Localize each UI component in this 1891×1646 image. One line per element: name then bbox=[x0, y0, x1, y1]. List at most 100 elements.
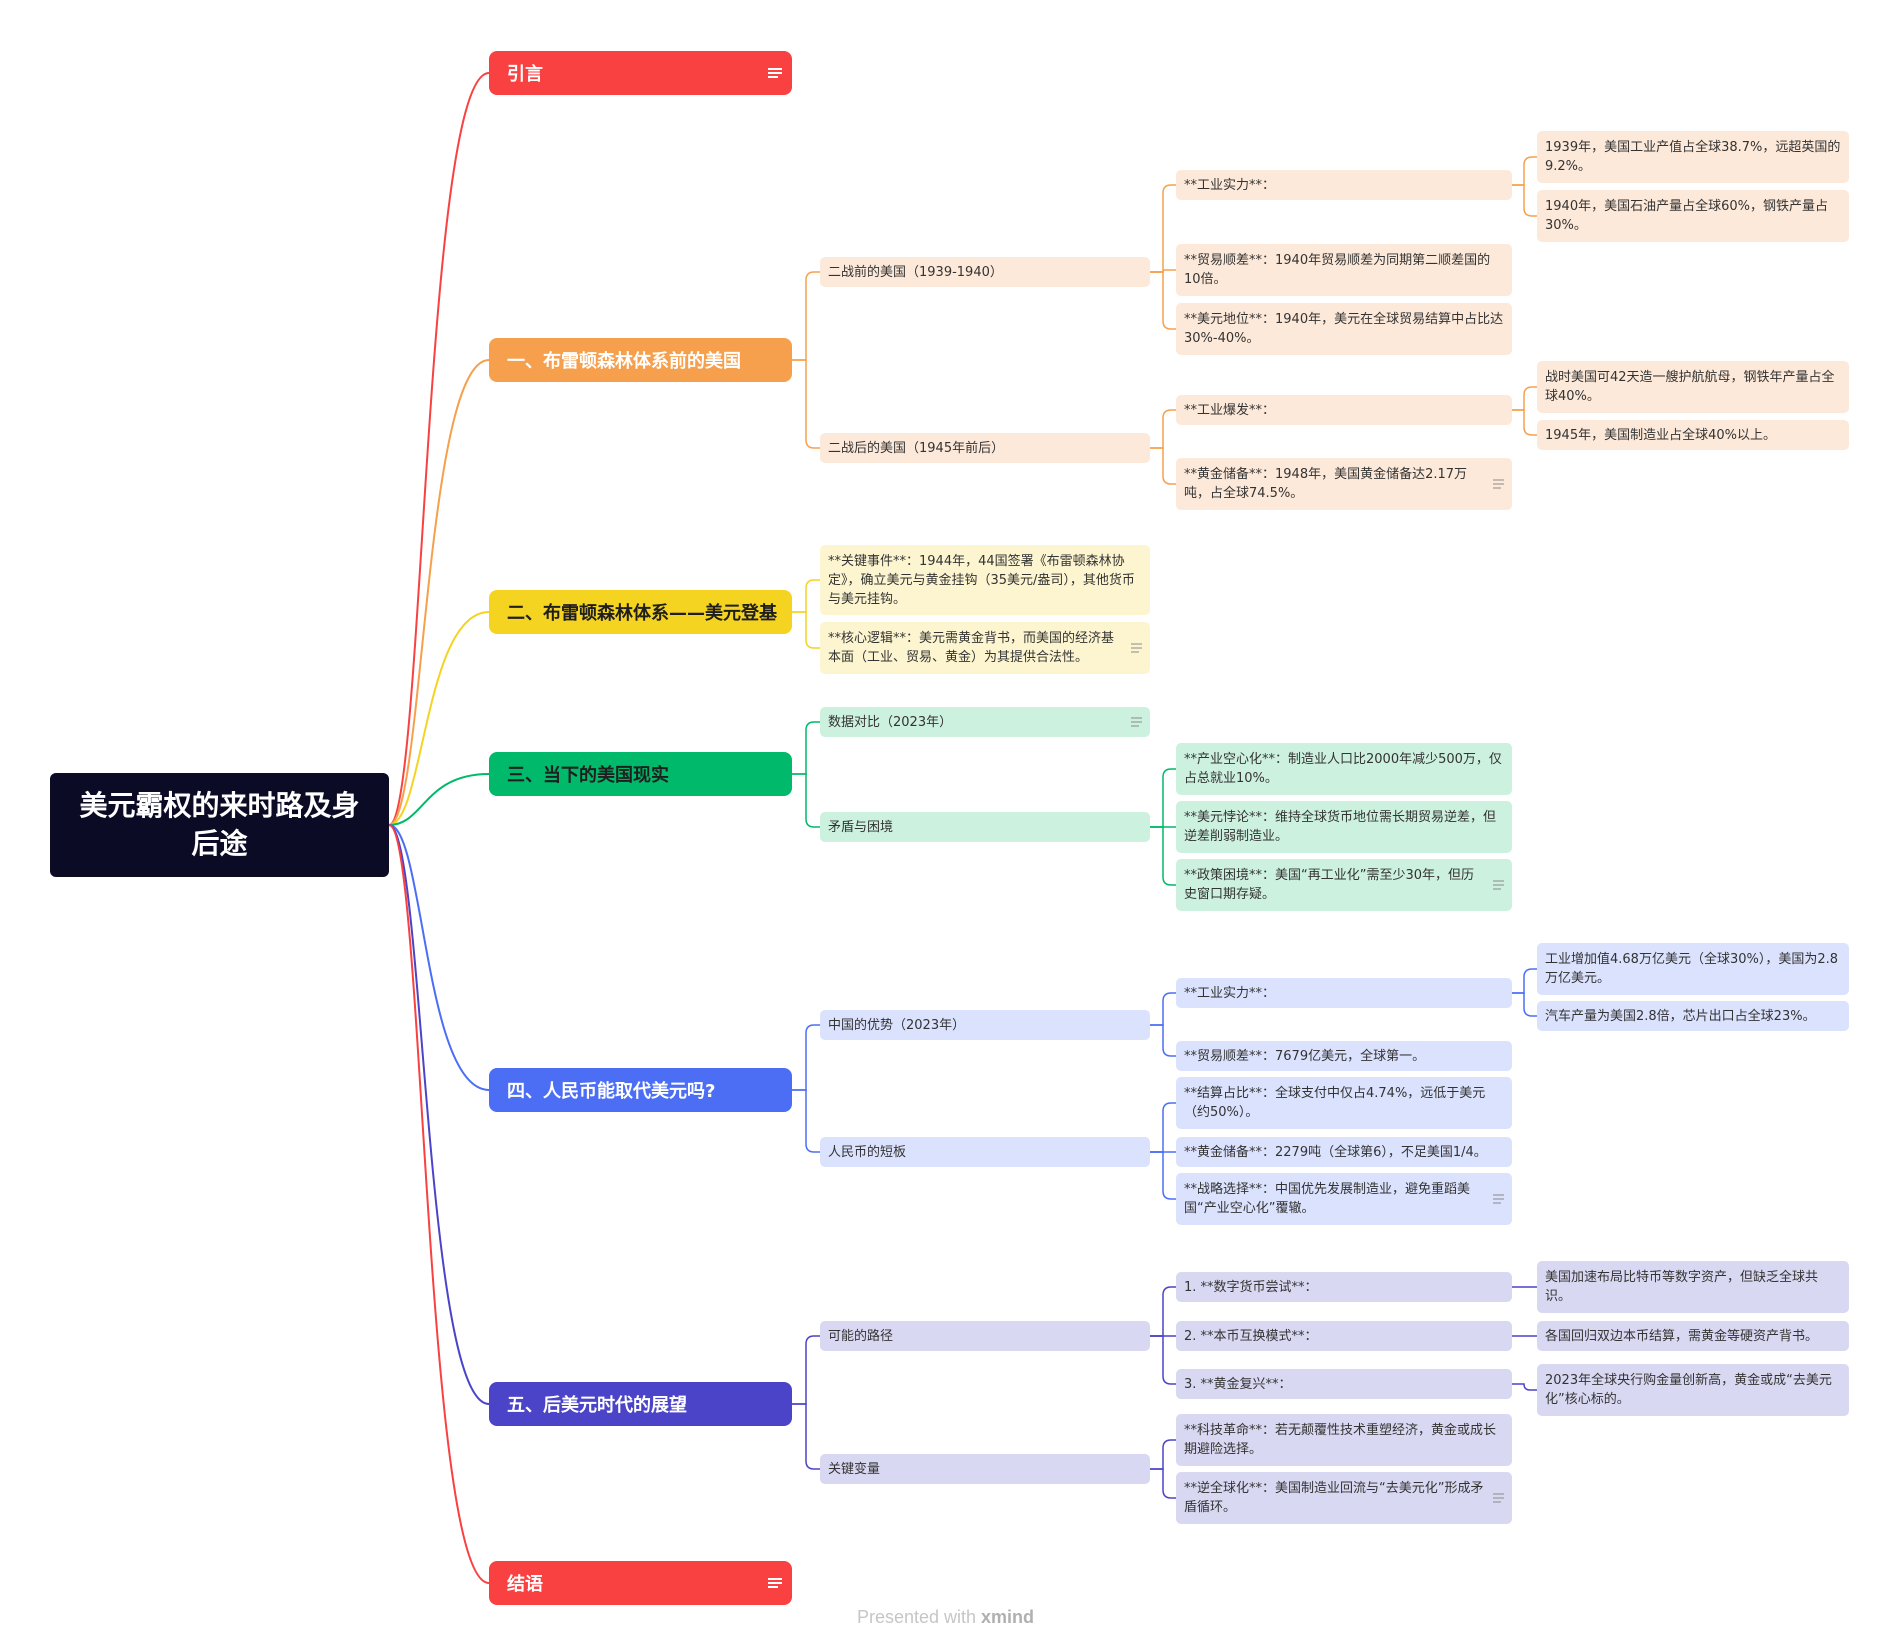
topic-contradictions[interactable]: 矛盾与困境 bbox=[820, 812, 1150, 842]
branch-label: 五、后美元时代的展望 bbox=[507, 1395, 687, 1416]
topic-settlement-share[interactable]: **结算占比**：全球支付中仅占4.74%，远低于美元（约50%）。 bbox=[1176, 1077, 1512, 1129]
connector-line bbox=[388, 72, 490, 826]
branch-conclusion[interactable]: 结语 bbox=[489, 1561, 792, 1605]
branch-label: 三、当下的美国现实 bbox=[507, 765, 669, 786]
connector-line bbox=[1512, 992, 1537, 1017]
topic-digital-currency[interactable]: 1. **数字货币尝试**： bbox=[1176, 1272, 1512, 1302]
topic-label: 战时美国可42天造一艘护航航母，钢铁年产量占全球40%。 bbox=[1545, 370, 1835, 404]
connector-line bbox=[792, 271, 820, 361]
connector-line bbox=[792, 611, 820, 649]
topic-dollar-status[interactable]: **美元地位**：1940年，美元在全球贸易结算中占比达30%-40%。 bbox=[1176, 303, 1512, 355]
topic-detail[interactable]: 1945年，美国制造业占全球40%以上。 bbox=[1537, 420, 1849, 450]
topic-deglobalization[interactable]: **逆全球化**：美国制造业回流与“去美元化”形成矛盾循环。 bbox=[1176, 1472, 1512, 1524]
topic-trade-surplus[interactable]: **贸易顺差**：1940年贸易顺差为同期第二顺差国的10倍。 bbox=[1176, 244, 1512, 296]
branch-pre-bretton-woods[interactable]: 一、布雷顿森林体系前的美国 bbox=[489, 338, 792, 382]
topic-label: **产业空心化**：制造业人口比2000年减少500万，仅占总就业10%。 bbox=[1184, 752, 1502, 786]
topic-detail[interactable]: 工业增加值4.68万亿美元（全球30%），美国为2.8万亿美元。 bbox=[1537, 943, 1849, 995]
topic-label: 1. **数字货币尝试**： bbox=[1184, 1279, 1318, 1295]
topic-label: **关键事件**：1944年，44国签署《布雷顿森林协定》，确立美元与黄金挂钩（… bbox=[828, 553, 1135, 607]
topic-label: 2. **本币互换模式**： bbox=[1184, 1328, 1318, 1344]
topic-label: **核心逻辑**：美元需黄金背书，而美国的经济基本面（工业、贸易、黄金）为其提供… bbox=[828, 631, 1115, 665]
topic-policy-dilemma[interactable]: **政策困境**：美国“再工业化”需至少30年，但历史窗口期存疑。 bbox=[1176, 859, 1512, 911]
note-icon[interactable] bbox=[1131, 717, 1142, 727]
topic-label: 1939年，美国工业产值占全球38.7%，远超英国的9.2%。 bbox=[1545, 140, 1841, 174]
connector-line bbox=[1150, 1151, 1176, 1200]
topic-label: **贸易顺差**：7679亿美元，全球第一。 bbox=[1184, 1048, 1426, 1064]
topic-possible-paths[interactable]: 可能的路径 bbox=[820, 1321, 1150, 1351]
branch-bretton-woods[interactable]: 二、布雷顿森林体系——美元登基 bbox=[489, 590, 792, 634]
topic-industrial-boom[interactable]: **工业爆发**： bbox=[1176, 395, 1512, 425]
topic-china-industrial[interactable]: **工业实力**： bbox=[1176, 978, 1512, 1008]
root-title: 美元霸权的来时路及身后途 bbox=[79, 789, 360, 860]
branch-rmb-vs-usd[interactable]: 四、人民币能取代美元吗? bbox=[489, 1068, 792, 1112]
presented-with-footer: Presented with xmind bbox=[0, 1607, 1891, 1628]
topic-label: 3. **黄金复兴**： bbox=[1184, 1376, 1292, 1392]
connector-line bbox=[792, 1335, 820, 1405]
topic-strategic-choice[interactable]: **战略选择**：中国优先发展制造业，避免重蹈美国“产业空心化”覆辙。 bbox=[1176, 1173, 1512, 1225]
connector-line bbox=[388, 611, 490, 826]
note-icon[interactable] bbox=[1493, 1493, 1504, 1503]
topic-data-comparison[interactable]: 数据对比（2023年） bbox=[820, 707, 1150, 737]
topic-label: 数据对比（2023年） bbox=[828, 714, 953, 730]
topic-industrial-strength[interactable]: **工业实力**： bbox=[1176, 170, 1512, 200]
topic-china-trade-surplus[interactable]: **贸易顺差**：7679亿美元，全球第一。 bbox=[1176, 1041, 1512, 1071]
branch-label: 一、布雷顿森林体系前的美国 bbox=[507, 351, 741, 372]
topic-label: **政策困境**：美国“再工业化”需至少30年，但历史窗口期存疑。 bbox=[1184, 868, 1475, 902]
connector-line bbox=[1512, 409, 1537, 436]
topic-post-war-us[interactable]: 二战后的美国（1945年前后） bbox=[820, 433, 1150, 463]
topic-pre-war-us[interactable]: 二战前的美国（1939-1940） bbox=[820, 257, 1150, 287]
connector-line bbox=[388, 824, 490, 1091]
branch-us-reality[interactable]: 三、当下的美国现实 bbox=[489, 752, 792, 796]
topic-detail[interactable]: 战时美国可42天造一艘护航航母，钢铁年产量占全球40%。 bbox=[1537, 361, 1849, 413]
topic-label: **结算占比**：全球支付中仅占4.74%，远低于美元（约50%）。 bbox=[1184, 1086, 1486, 1120]
topic-label: **工业实力**： bbox=[1184, 177, 1276, 193]
branch-post-dollar-era[interactable]: 五、后美元时代的展望 bbox=[489, 1382, 792, 1426]
topic-label: 人民币的短板 bbox=[828, 1144, 907, 1160]
connector-line bbox=[1512, 968, 1537, 994]
topic-detail[interactable]: 2023年全球央行购金量创新高，黄金或成“去美元化”核心标的。 bbox=[1537, 1364, 1849, 1416]
topic-key-variables[interactable]: 关键变量 bbox=[820, 1454, 1150, 1484]
topic-hollowing-out[interactable]: **产业空心化**：制造业人口比2000年减少500万，仅占总就业10%。 bbox=[1176, 743, 1512, 795]
note-icon[interactable] bbox=[1493, 1194, 1504, 1204]
xmind-logo: xmind bbox=[981, 1607, 1035, 1627]
topic-detail[interactable]: 1940年，美国石油产量占全球60%，钢铁产量占30%。 bbox=[1537, 190, 1849, 242]
note-icon[interactable] bbox=[768, 1578, 782, 1588]
branch-label: 四、人民币能取代美元吗? bbox=[507, 1081, 716, 1102]
topic-core-logic[interactable]: **核心逻辑**：美元需黄金背书，而美国的经济基本面（工业、贸易、黄金）为其提供… bbox=[820, 622, 1150, 674]
note-icon[interactable] bbox=[1131, 643, 1142, 653]
topic-currency-swap[interactable]: 2. **本币互换模式**： bbox=[1176, 1321, 1512, 1351]
topic-label: 二战前的美国（1939-1940） bbox=[828, 264, 1003, 280]
topic-label: **战略选择**：中国优先发展制造业，避免重蹈美国“产业空心化”覆辙。 bbox=[1184, 1182, 1471, 1216]
connector-line bbox=[388, 773, 490, 826]
note-icon[interactable] bbox=[1493, 880, 1504, 890]
topic-detail[interactable]: 各国回归双边本币结算，需黄金等硬资产背书。 bbox=[1537, 1321, 1849, 1351]
connector-line bbox=[1512, 184, 1537, 217]
topic-label: 工业增加值4.68万亿美元（全球30%），美国为2.8万亿美元。 bbox=[1545, 952, 1839, 986]
topic-china-gold[interactable]: **黄金储备**：2279吨（全球第6），不足美国1/4。 bbox=[1176, 1137, 1512, 1167]
topic-label: 1945年，美国制造业占全球40%以上。 bbox=[1545, 427, 1776, 443]
topic-detail[interactable]: 1939年，美国工业产值占全球38.7%，远超英国的9.2%。 bbox=[1537, 131, 1849, 183]
branch-introduction[interactable]: 引言 bbox=[489, 51, 792, 95]
note-icon[interactable] bbox=[768, 68, 782, 78]
connector-line bbox=[792, 1024, 820, 1091]
connector-line bbox=[792, 1089, 820, 1153]
connector-line bbox=[792, 359, 820, 449]
topic-china-advantages[interactable]: 中国的优势（2023年） bbox=[820, 1010, 1150, 1040]
branch-label: 二、布雷顿森林体系——美元登基 bbox=[507, 603, 777, 624]
topic-gold-revival[interactable]: 3. **黄金复兴**： bbox=[1176, 1369, 1512, 1399]
topic-label: 中国的优势（2023年） bbox=[828, 1017, 966, 1033]
topic-gold-reserves[interactable]: **黄金储备**：1948年，美国黄金储备达2.17万吨，占全球74.5%。 bbox=[1176, 458, 1512, 510]
topic-key-event[interactable]: **关键事件**：1944年，44国签署《布雷顿森林协定》，确立美元与黄金挂钩（… bbox=[820, 545, 1150, 615]
connector-line bbox=[1150, 1102, 1176, 1153]
topic-label: **逆全球化**：美国制造业回流与“去美元化”形成矛盾循环。 bbox=[1184, 1481, 1484, 1515]
root-topic[interactable]: 美元霸权的来时路及身后途 bbox=[50, 773, 389, 877]
connector-line bbox=[1150, 826, 1176, 886]
topic-dollar-paradox[interactable]: **美元悖论**：维持全球货币地位需长期贸易逆差，但逆差削弱制造业。 bbox=[1176, 801, 1512, 853]
topic-label: 关键变量 bbox=[828, 1461, 881, 1477]
topic-detail[interactable]: 汽车产量为美国2.8倍，芯片出口占全球23%。 bbox=[1537, 1001, 1849, 1031]
topic-tech-revolution[interactable]: **科技革命**：若无颠覆性技术重塑经济，黄金或成长期避险选择。 bbox=[1176, 1414, 1512, 1466]
connector-line bbox=[388, 824, 490, 1584]
topic-rmb-weaknesses[interactable]: 人民币的短板 bbox=[820, 1137, 1150, 1167]
topic-detail[interactable]: 美国加速布局比特币等数字资产，但缺乏全球共识。 bbox=[1537, 1261, 1849, 1313]
note-icon[interactable] bbox=[1493, 479, 1504, 489]
